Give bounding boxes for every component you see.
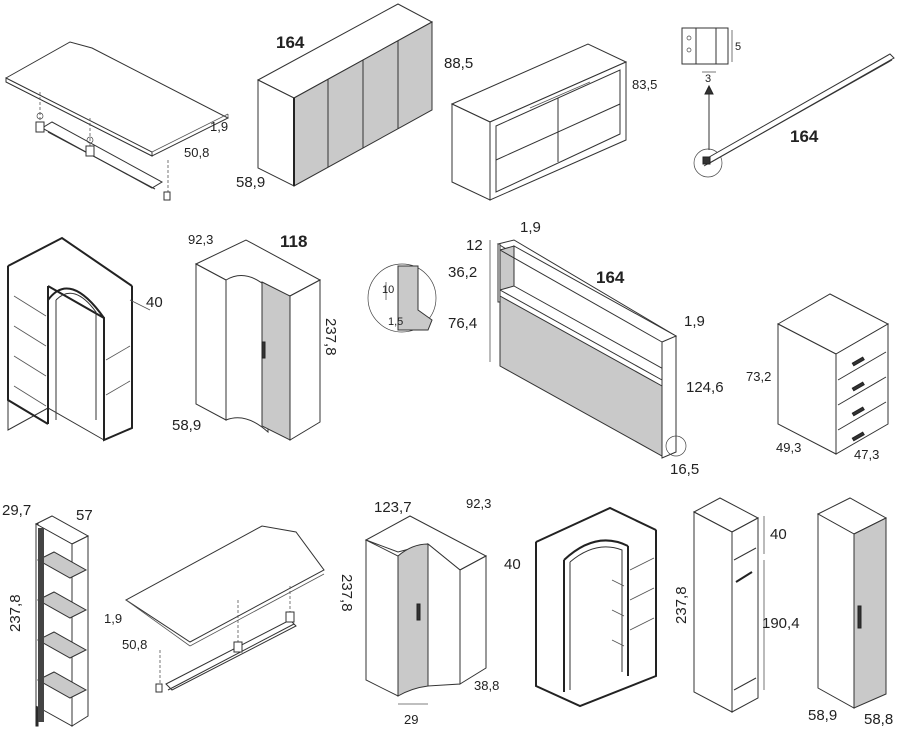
headboard-height-label: 124,6 bbox=[686, 379, 724, 396]
desk-top-drawing-2: 1,9 50,8 bbox=[104, 525, 325, 693]
corner-wardrobe-2-width-label: 123,7 bbox=[374, 499, 412, 516]
side-shelf-height-label: 237,8 bbox=[7, 594, 24, 632]
desk-2-thickness-label: 1,9 bbox=[104, 611, 122, 626]
tall-wardrobe-width-label: 58,9 bbox=[808, 707, 837, 724]
desk-top-drawing-1: 1,9 50,8 bbox=[5, 41, 230, 201]
hanging-rail-drawing: 5 3 164 bbox=[681, 27, 895, 178]
corner-wardrobe-width-label: 118 bbox=[280, 232, 307, 251]
corner-wardrobe-2-inset-label: 29 bbox=[404, 712, 418, 727]
edge-detail-height-label: 10 bbox=[382, 284, 394, 296]
tall-open-inner-height-label: 190,4 bbox=[762, 615, 800, 632]
desk-2-depth-label: 50,8 bbox=[122, 637, 147, 652]
corner-wardrobe-depth-label: 58,9 bbox=[172, 417, 201, 434]
headboard-width-label: 164 bbox=[596, 268, 625, 287]
headboard-top-label: 12 bbox=[466, 237, 483, 254]
edge-detail-drawing: 10 1,5 bbox=[367, 263, 437, 333]
corner-wardrobe-2-side-label: 92,3 bbox=[466, 496, 491, 511]
corner-open-left-drawing: 40 bbox=[7, 236, 163, 442]
chest-of-drawers-drawing: 73,2 49,3 47,3 bbox=[746, 293, 890, 462]
chest-width-label: 49,3 bbox=[776, 440, 801, 455]
edge-detail-offset-label: 1,5 bbox=[388, 316, 403, 328]
corner-wardrobe-drawing: 92,3 118 237,8 58,9 bbox=[172, 232, 339, 441]
corner-wardrobe-2-drawing: 123,7 92,3 237,8 38,8 29 bbox=[338, 496, 499, 727]
corner-wardrobe-side-label: 92,3 bbox=[188, 232, 213, 247]
desk-1-thickness-label: 1,9 bbox=[210, 119, 228, 134]
tall-open-height-label: 237,8 bbox=[673, 586, 690, 624]
desk-1-depth-label: 50,8 bbox=[184, 145, 209, 160]
rail-detail-width-label: 3 bbox=[705, 73, 711, 85]
headboard-shelf-label: 36,2 bbox=[448, 264, 477, 281]
open-shelf-height-label: 83,5 bbox=[632, 77, 657, 92]
side-shelf-drawing: 29,7 57 237,8 bbox=[2, 502, 93, 727]
four-door-height-label: 88,5 bbox=[444, 55, 473, 72]
tall-open-depth-label: 40 bbox=[770, 526, 787, 543]
side-shelf-top-height-label: 57 bbox=[76, 507, 93, 524]
side-shelf-depth-label: 29,7 bbox=[2, 502, 31, 519]
corner-open-right-drawing: 40 bbox=[504, 506, 657, 708]
tall-open-unit-drawing: 40 237,8 190,4 bbox=[673, 497, 800, 713]
four-door-width-label: 164 bbox=[276, 33, 305, 52]
headboard-thickness-top-label: 1,9 bbox=[520, 219, 541, 236]
corner-wardrobe-height-label: 237,8 bbox=[322, 318, 339, 356]
hanging-rail-length-label: 164 bbox=[790, 127, 819, 146]
four-door-depth-label: 58,9 bbox=[236, 174, 265, 191]
corner-wardrobe-2-depth-label: 38,8 bbox=[474, 678, 499, 693]
corner-open-left-depth-label: 40 bbox=[146, 294, 163, 311]
rail-detail-height-label: 5 bbox=[735, 41, 741, 53]
headboard-thickness-side-label: 1,9 bbox=[684, 313, 705, 330]
four-door-wardrobe-drawing: 164 88,5 58,9 bbox=[236, 3, 473, 191]
corner-open-right-depth-label: 40 bbox=[504, 556, 521, 573]
tall-wardrobe-drawing: 58,9 58,8 bbox=[808, 497, 893, 728]
headboard-panel-label: 76,4 bbox=[448, 315, 477, 332]
open-shelf-unit-drawing: 83,5 bbox=[450, 43, 657, 201]
headboard-drawing: 1,9 12 36,2 164 76,4 1,9 124,6 16,5 bbox=[448, 219, 724, 478]
headboard-depth-label: 16,5 bbox=[670, 461, 699, 478]
corner-wardrobe-2-height-label: 237,8 bbox=[338, 574, 355, 612]
tall-wardrobe-depth-label: 58,8 bbox=[864, 711, 893, 728]
chest-height-label: 73,2 bbox=[746, 369, 771, 384]
chest-depth-label: 47,3 bbox=[854, 447, 879, 462]
